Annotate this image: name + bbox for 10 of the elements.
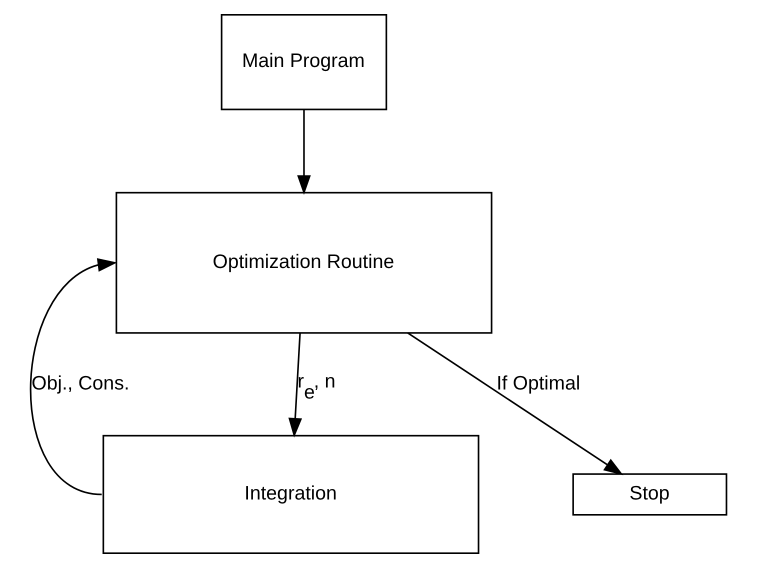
arrow bbox=[30, 258, 118, 496]
arrow bbox=[288, 332, 302, 438]
arrow bbox=[407, 332, 624, 476]
arrow bbox=[297, 110, 311, 195]
edge-label: Obj., Cons. bbox=[32, 372, 130, 394]
node-box: Integration bbox=[102, 434, 480, 554]
edge-label: If Optimal bbox=[496, 372, 580, 394]
node-box: Stop bbox=[572, 473, 728, 516]
node-box: Optimization Routine bbox=[116, 192, 492, 334]
node-box: Main Program bbox=[220, 14, 388, 110]
